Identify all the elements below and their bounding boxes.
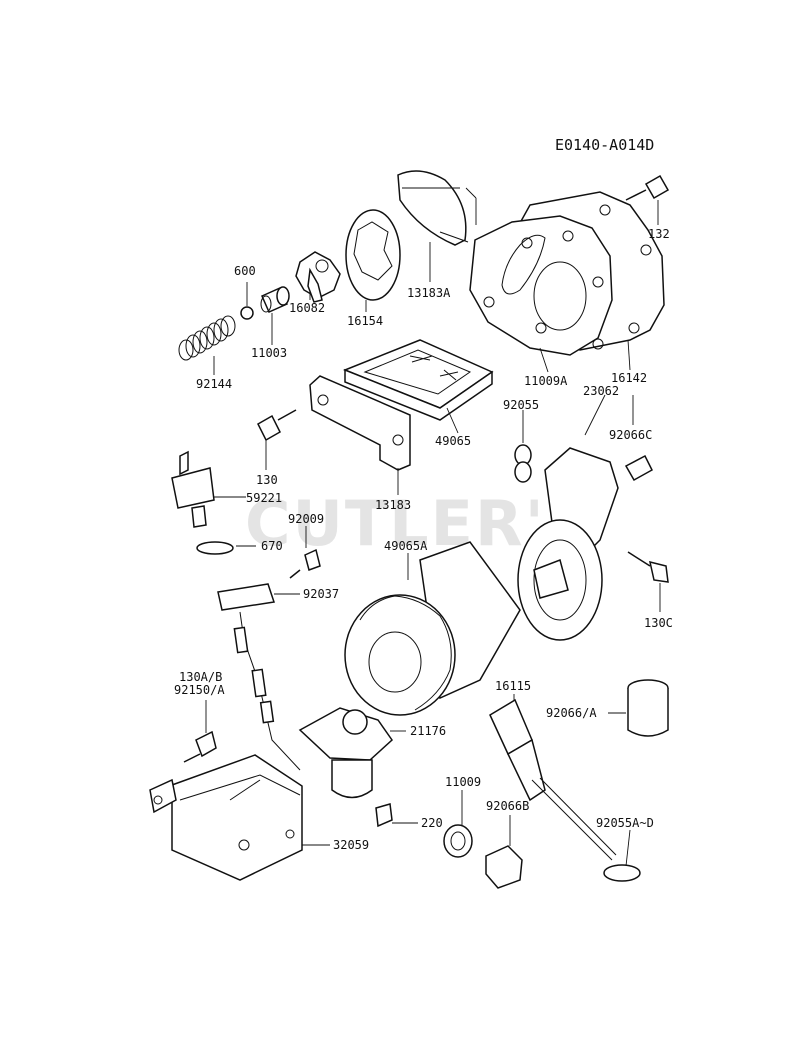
label-130C: 130C [644,616,673,630]
bolt-132 [625,174,670,201]
diagram-code: E0140-A014D [555,136,654,154]
oring-670 [196,541,234,555]
label-49065A: 49065A [384,539,428,553]
label-670: 670 [261,539,283,553]
plug-92066B [485,845,523,889]
label-92055: 92055 [503,398,539,412]
label-16142: 16142 [611,371,647,385]
sensor-21176 [298,707,393,799]
label-11009: 11009 [445,775,481,789]
block-32059 [149,754,303,881]
label-132: 132 [648,227,670,241]
clamp-92037 [217,583,275,611]
cap-11003 [260,286,290,313]
oring-92055A-D [603,864,641,882]
strainer-49065 [342,339,494,421]
label-13183: 13183 [375,498,411,512]
switch-59221 [171,450,215,528]
ball-600 [240,306,254,320]
label-600: 600 [234,264,256,278]
oring-92055 [514,444,532,483]
label-220: 220 [421,816,443,830]
bolt-220 [375,803,393,828]
rotor-16154 [345,209,401,301]
bolt-130C [627,551,669,583]
label-92066A: 92066/A [546,706,597,720]
label-92144: 92144 [196,377,232,391]
spring-92144 [178,315,236,361]
rotor-16082 [295,251,341,303]
label-23062: 23062 [583,384,619,398]
bolt-92009 [289,548,321,579]
label-92066C: 92066C [609,428,652,442]
leader-lines [205,200,661,867]
bolt-130 [257,409,297,442]
label-13183A: 13183A [407,286,451,300]
oil-filter-49065A [344,541,521,716]
label-16154: 16154 [347,314,383,328]
label-49065: 49065 [435,434,471,448]
label-59221: 59221 [246,491,282,505]
label-92009: 92009 [288,512,324,526]
gasket-11009A [469,215,613,356]
bolt-130AB [183,730,217,763]
label-11009A: 11009A [524,374,568,388]
label-11003: 11003 [251,346,287,360]
label-92055AD: 92055A~D [596,816,654,830]
plug-92066C [624,454,653,482]
cover-13183A [397,170,469,246]
label-16082: 16082 [289,301,325,315]
label-130: 130 [256,473,278,487]
label-16115: 16115 [495,679,531,693]
label-130AB: 130A/B [179,670,222,684]
wire-harness [233,611,301,771]
plug-92066A [627,679,669,737]
label-92150A: 92150/A [174,683,225,697]
label-92066B: 92066B [486,799,529,813]
washer-11009 [443,824,473,858]
label-21176: 21176 [410,724,446,738]
part-labels: 600 11003 16082 16154 13183A 132 92144 1… [174,227,673,852]
label-32059: 32059 [333,838,369,852]
label-92037: 92037 [303,587,339,601]
dipstick-16115 [489,698,617,861]
filter-mount-23062 [517,447,619,641]
